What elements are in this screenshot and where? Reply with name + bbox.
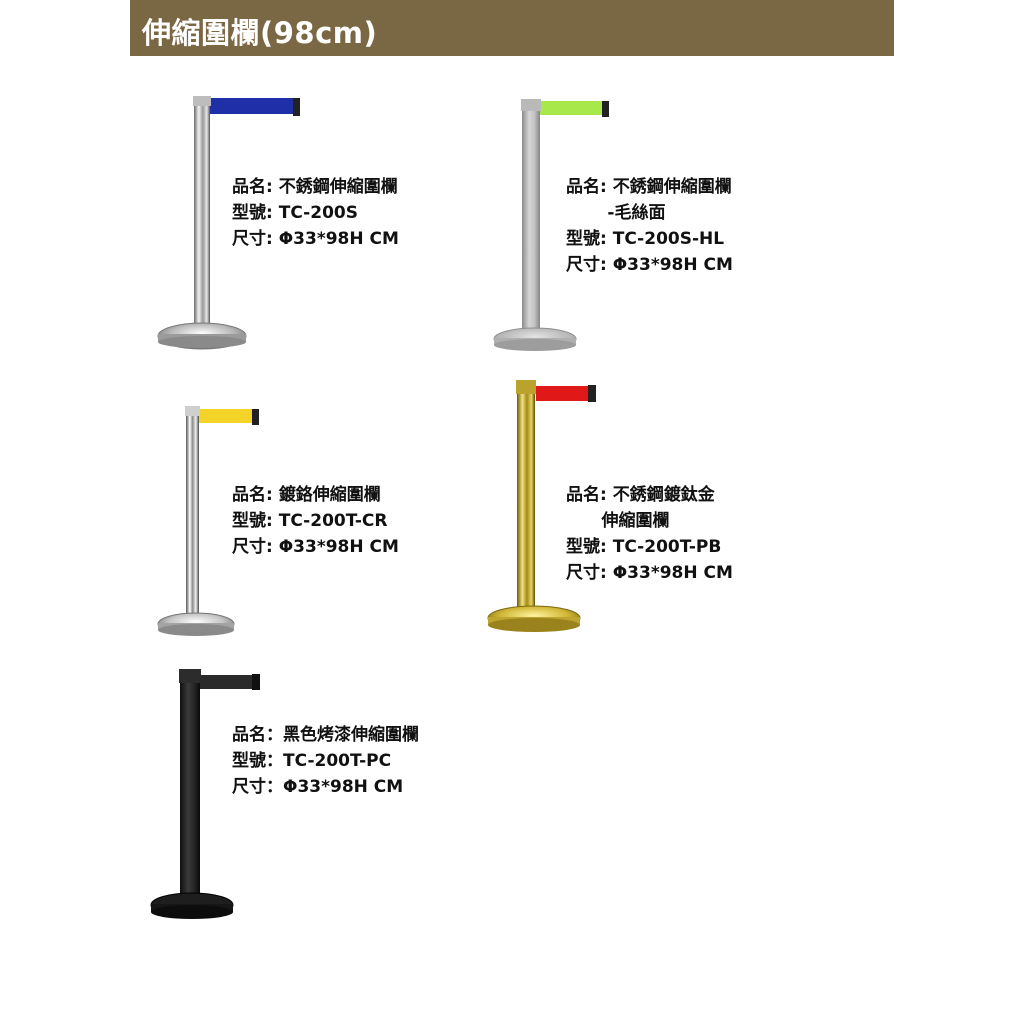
belt [208,98,298,114]
size-line: 尺寸: Φ33*98H CM [566,563,733,583]
size-line: 尺寸: Φ33*98H CM [566,255,733,275]
page-header: 伸縮圍欄(98cm) [130,0,894,56]
size-line: 尺寸: Φ33*98H CM [232,229,399,249]
stanchion-image-tc-200t-pb [487,380,596,632]
product-name-line: 品名: 鍍鉻伸縮圍欄 [232,485,381,505]
model-line: 型號: TC-200S [232,203,358,223]
product-name-line: 品名: 不銹鋼伸縮圍欄 [232,177,398,197]
belt [198,409,256,423]
stanchion-image-tc-200t-cr [157,406,259,636]
size-line: 尺寸: Φ33*98H CM [232,537,399,557]
belt [198,675,256,689]
product-name-line: 品名: 不銹鋼鍍鈦金 [566,485,715,505]
stanchion-image-tc-200s-hl [493,99,609,351]
product-info: 品名: 不銹鋼伸縮圍欄 型號: TC-200S 尺寸: Φ33*98H CM [232,174,399,252]
belt [540,101,606,115]
model-line: 型號: TC-200S-HL [566,229,725,249]
product-info: 品名: 鍍鉻伸縮圍欄 型號: TC-200T-CR 尺寸: Φ33*98H CM [232,482,399,560]
size-line: 尺寸：Φ33*98H CM [232,777,404,797]
product-name-line: 品名：黑色烤漆伸縮圍欄 [232,725,419,745]
stanchion-image-tc-200s [157,96,300,350]
product-name-suffix-line: 伸縮圍欄 [566,511,670,531]
stanchion-image-tc-200t-pc [150,669,260,919]
product-name-line: 品名: 不銹鋼伸縮圍欄 [566,177,732,197]
product-info: 品名: 不銹鋼鍍鈦金 伸縮圍欄 型號: TC-200T-PB 尺寸: Φ33*9… [566,482,733,586]
page-title: 伸縮圍欄(98cm) [142,16,378,50]
model-line: 型號：TC-200T-PC [232,751,392,771]
model-line: 型號: TC-200T-CR [232,511,388,531]
belt [536,386,592,401]
product-info: 品名: 不銹鋼伸縮圍欄 -毛絲面 型號: TC-200S-HL 尺寸: Φ33*… [566,174,733,278]
product-info: 品名：黑色烤漆伸縮圍欄 型號：TC-200T-PC 尺寸：Φ33*98H CM [232,722,419,800]
product-name-suffix-line: -毛絲面 [566,203,666,223]
model-line: 型號: TC-200T-PB [566,537,722,557]
